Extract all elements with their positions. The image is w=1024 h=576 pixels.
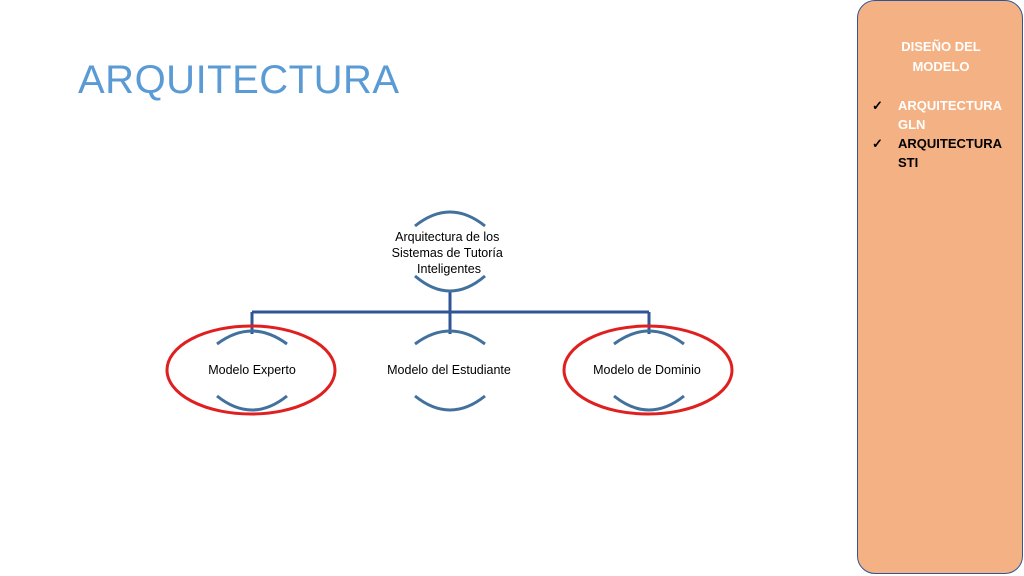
root-label-line-3: Inteligentes (417, 262, 481, 276)
checklist-item-text: ARQUITECTURA GLN (898, 96, 1008, 134)
child-label-dominio: Modelo de Dominio (593, 363, 701, 377)
panel-heading-line-2: MODELO (912, 59, 970, 74)
root-node-top-arc (414, 210, 486, 228)
checklist-item-gln: ✓ ARQUITECTURA GLN (872, 96, 1022, 134)
root-label-line-1: Arquitectura de los (395, 230, 499, 244)
slide-title: ARQUITECTURA (78, 58, 400, 102)
root-label-line-2: Sistemas de Tutoría (392, 246, 503, 260)
panel-checklist: ✓ ARQUITECTURA GLN ✓ ARQUITECTURA STI (872, 96, 1022, 172)
checklist-item-line-2: GLN (898, 117, 926, 132)
panel-heading: DISEÑO DEL MODELO (858, 37, 1024, 77)
root-node-bottom-arc (414, 274, 486, 293)
child-node-estudiante (414, 329, 486, 412)
checklist-item-line-2: STI (898, 155, 919, 170)
highlight-ellipse-dominio (562, 324, 734, 416)
dominio-top-arc (613, 329, 685, 346)
child-label-experto: Modelo Experto (208, 363, 296, 377)
highlight-ellipse-experto (165, 324, 337, 416)
connector-lines (250, 290, 651, 334)
checklist-item-line-1: ARQUITECTURA (898, 136, 1002, 151)
check-icon: ✓ (872, 98, 883, 113)
check-icon: ✓ (872, 136, 883, 151)
experto-bottom-arc (216, 394, 288, 412)
root-node (414, 210, 486, 293)
estudiante-bottom-arc (414, 394, 486, 412)
checklist-item-sti: ✓ ARQUITECTURA STI (872, 134, 1022, 172)
root-node-label: Arquitectura de los Sistemas de Tutoría … (392, 230, 507, 276)
experto-top-arc (216, 329, 288, 346)
side-panel: DISEÑO DEL MODELO ✓ ARQUITECTURA GLN ✓ A… (857, 0, 1023, 574)
estudiante-top-arc (414, 329, 486, 346)
panel-heading-line-1: DISEÑO DEL (901, 39, 981, 54)
child-label-estudiante: Modelo del Estudiante (387, 363, 511, 377)
checklist-item-text: ARQUITECTURA STI (898, 134, 1008, 172)
dominio-bottom-arc (613, 394, 685, 412)
checklist-item-line-1: ARQUITECTURA (898, 98, 1002, 113)
child-node-experto (216, 329, 288, 412)
child-node-dominio (613, 329, 685, 412)
